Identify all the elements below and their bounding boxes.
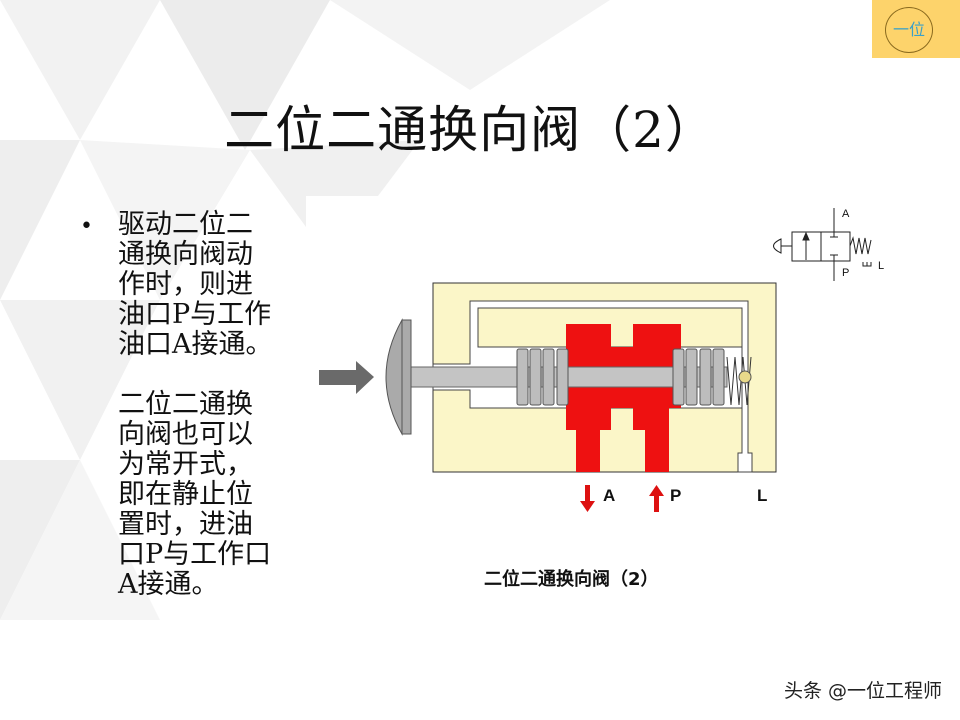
- text-line: 驱动二位二: [118, 209, 253, 240]
- symbol-port-l: L: [878, 260, 885, 272]
- text-line: 为常开式，: [118, 449, 253, 480]
- text-line: 通换向阀动: [118, 239, 253, 270]
- arrow-up-icon: [649, 485, 664, 512]
- bullet-text: 驱动二位二 通换向阀动 作时，则进 油口P与工作 油口A接通。 二位二通换 向阀…: [118, 210, 273, 600]
- port-l-label: L: [757, 486, 768, 505]
- text-line: 即在静止位: [118, 479, 253, 510]
- check-ball: [738, 370, 752, 384]
- bullet-marker: •: [80, 214, 93, 239]
- text-line: 油口A接通。: [118, 329, 273, 360]
- text-line: 作时，则进: [118, 269, 253, 300]
- symbol-port-p: P: [842, 267, 850, 279]
- text-line: 置时，进油: [118, 509, 253, 540]
- text-line: 油口P与工作: [118, 299, 272, 330]
- text-line: 口P与工作口: [118, 539, 272, 570]
- text-line: A接通。: [118, 569, 219, 600]
- spool-land-left: [516, 348, 569, 406]
- symbol-port-a: A: [842, 208, 850, 220]
- spool-land-right: [672, 348, 725, 406]
- text-line: 二位二通换: [118, 389, 253, 420]
- port-p-label: P: [670, 486, 682, 505]
- arrow-down-icon: [580, 485, 595, 512]
- push-button-knob: [385, 318, 403, 436]
- port-a-label: A: [603, 486, 616, 505]
- brand-badge: 一位: [872, 0, 960, 58]
- text-line: 向阀也可以: [118, 419, 253, 450]
- actuation-arrow-icon: [319, 361, 374, 394]
- brand-logo: 一位: [885, 7, 933, 53]
- pressure-fluid: [566, 324, 681, 472]
- diagram-caption: 二位二通换向阀（2）: [484, 569, 659, 590]
- slide-title: 二位二通换向阀（2）: [224, 101, 716, 159]
- valve-symbol: [773, 208, 872, 281]
- watermark: 头条 @一位工程师: [783, 680, 942, 702]
- spring-icon: [726, 356, 752, 406]
